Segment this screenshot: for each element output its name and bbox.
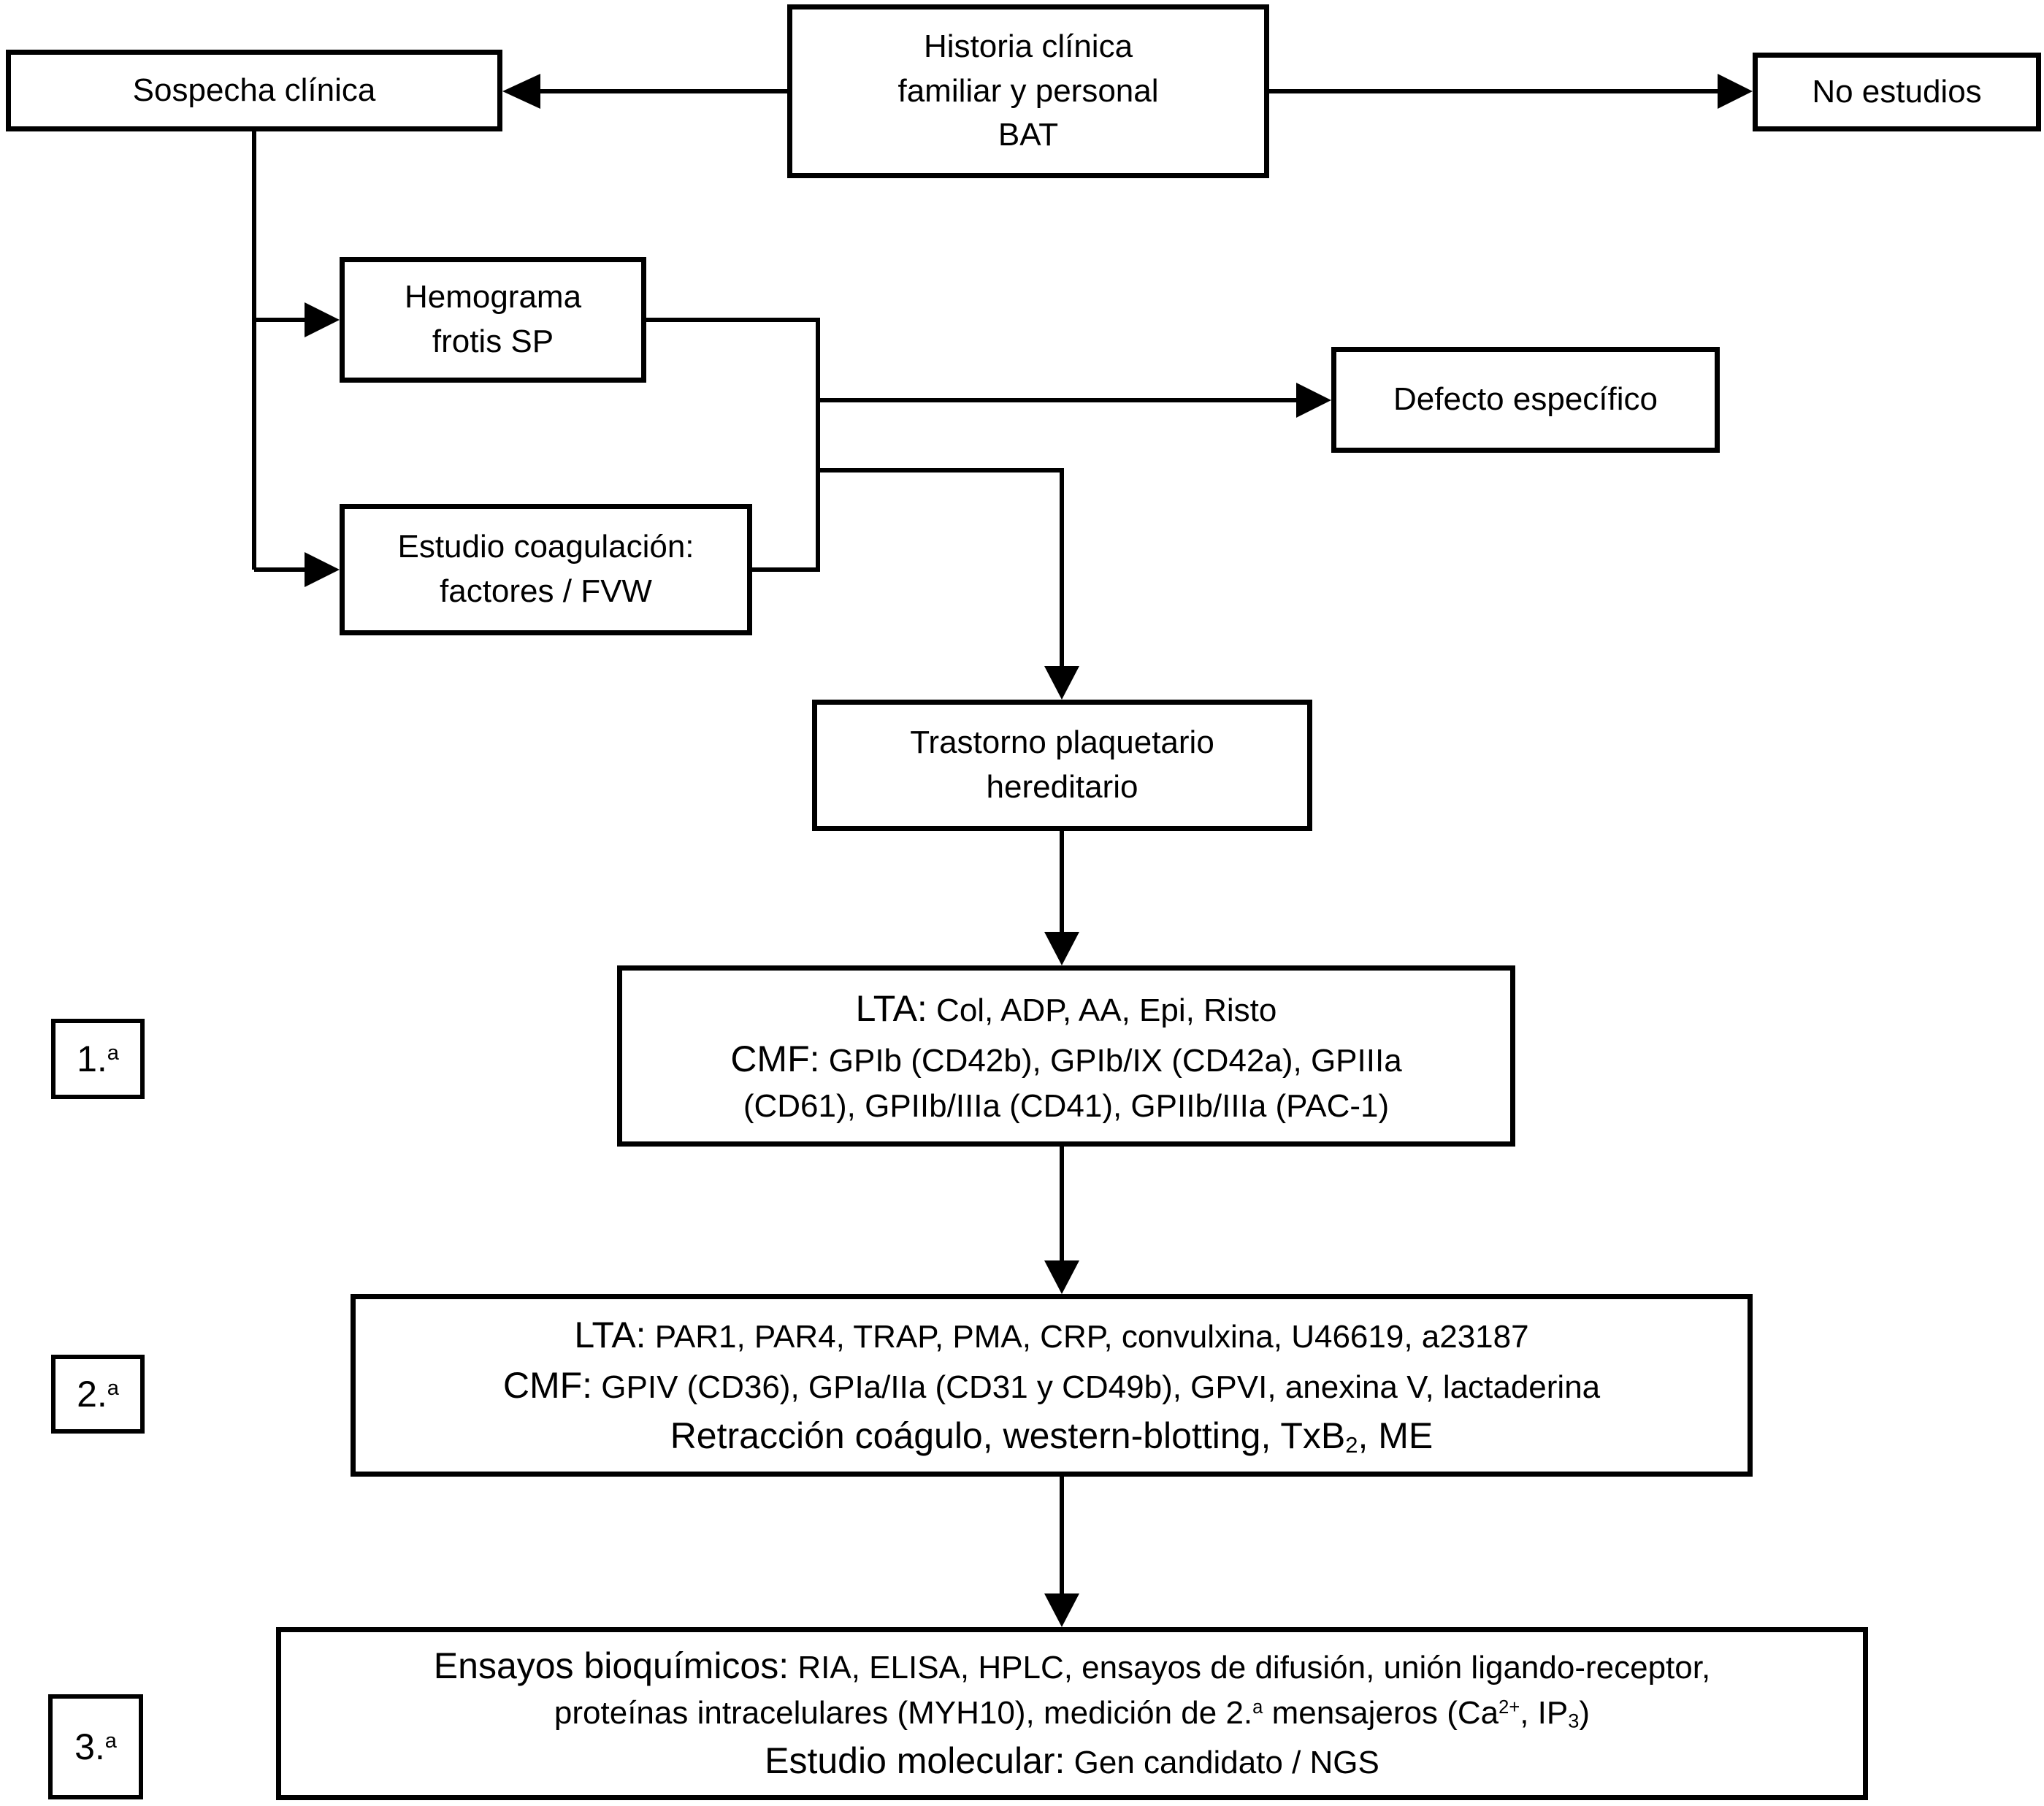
sospecha-label: Sospecha clínica (132, 72, 376, 108)
node-trastorno-plaquetario: Trastorno plaquetario hereditario (812, 700, 1312, 831)
stage-label-1: 1.a (51, 1019, 145, 1099)
stage-3-text: 3.a (74, 1729, 117, 1765)
node-no-estudios: No estudios (1753, 53, 2041, 131)
arrow-sospecha-to-hemograma (254, 302, 340, 337)
nivel3-ensayos-prefix: Ensayos bioquímicos: (433, 1645, 789, 1687)
node-nivel2-pruebas: LTA: PAR1, PAR4, TRAP, PMA, CRP, convulx… (351, 1294, 1753, 1477)
hemograma-line-1: Hemograma (404, 279, 582, 315)
arrow-trastorno-to-nivel1 (1044, 831, 1079, 965)
nivel1-line-1: LTA: Col, ADP, AA, Epi, Risto (856, 984, 1277, 1034)
arrow-historia-to-no-estudios (1269, 74, 1753, 109)
nivel3-line-3: Estudio molecular: Gen candidato / NGS (765, 1736, 1379, 1786)
node-historia-clinica: Historia clínica familiar y personal BAT (787, 4, 1269, 178)
stage-1-text: 1.a (77, 1041, 119, 1077)
nivel1-line-2: CMF: GPIb (CD42b), GPIb/IX (CD42a), GPII… (730, 1034, 1401, 1084)
arrow-nivel1-to-nivel2 (1044, 1147, 1079, 1294)
nivel2-me-text: , ME (1358, 1415, 1434, 1456)
nivel2-lta-prefix: LTA: (574, 1314, 646, 1355)
nivel1-lta-prefix: LTA: (855, 987, 927, 1029)
stage-1-number: 1. (77, 1038, 107, 1079)
nivel3-paren-close: ) (1579, 1695, 1591, 1732)
nivel2-line-3: Retracción coágulo, western-blotting, Tx… (670, 1411, 1434, 1461)
nivel2-txb-subscript: 2 (1345, 1431, 1358, 1458)
node-estudio-coagulacion: Estudio coagulación: factores / FVW (340, 504, 752, 635)
coagulacion-line-2: factores / FVW (440, 573, 652, 609)
stage-2-number: 2. (77, 1374, 107, 1415)
arrow-nivel2-to-nivel3 (1044, 1477, 1079, 1627)
arrow-bus-to-trastorno (818, 468, 1079, 700)
nivel3-line-2: proteínas intracelulares (MYH10), medici… (554, 1691, 1590, 1736)
arrow-historia-to-sospecha (502, 74, 787, 109)
hemograma-line-2: frotis SP (432, 324, 554, 359)
stage-2-text: 2.a (77, 1376, 119, 1412)
nivel3-ca-superscript: 2+ (1498, 1697, 1520, 1718)
stage-3-superscript: a (104, 1729, 117, 1753)
stage-1-superscript: a (107, 1041, 119, 1065)
nivel1-cmf-items: GPIb (CD42b), GPIb/IX (CD42a), GPIIIa (819, 1042, 1402, 1079)
nivel1-cmf-prefix: CMF: (730, 1038, 820, 1079)
trastorno-line-2: hereditario (986, 769, 1138, 805)
stage-label-2: 2.a (51, 1355, 145, 1434)
nivel3-line-1: Ensayos bioquímicos: RIA, ELISA, HPLC, e… (434, 1641, 1710, 1691)
stage-label-3: 3.a (48, 1694, 143, 1799)
nivel2-retraccion-text: Retracción coágulo, western-blotting, Tx… (670, 1415, 1346, 1456)
node-hemograma: Hemograma frotis SP (340, 257, 646, 383)
arrow-bus-to-defecto (818, 383, 1331, 418)
trastorno-line-1: Trastorno plaquetario (910, 724, 1214, 761)
nivel3-molecular-prefix: Estudio molecular: (765, 1740, 1065, 1781)
nivel3-ip-text: , IP (1520, 1695, 1569, 1732)
node-nivel3-pruebas: Ensayos bioquímicos: RIA, ELISA, HPLC, e… (276, 1627, 1868, 1800)
nivel3-ip-subscript: 3 (1568, 1709, 1580, 1732)
historia-line-2: familiar y personal (897, 72, 1159, 109)
historia-line-3: BAT (998, 117, 1059, 153)
nivel2-lta-items: PAR1, PAR4, TRAP, PMA, CRP, convulxina, … (646, 1318, 1529, 1355)
stage-2-superscript: a (107, 1377, 119, 1401)
nivel1-line-3: (CD61), GPIIb/IIIa (CD41), GPIIb/IIIa (P… (743, 1087, 1390, 1124)
nivel2-cmf-prefix: CMF: (502, 1364, 593, 1406)
nivel3-ensayos-items: RIA, ELISA, HPLC, ensayos de difusión, u… (789, 1650, 1711, 1686)
node-nivel1-pruebas: LTA: Col, ADP, AA, Epi, Risto CMF: GPIb … (617, 965, 1515, 1147)
defecto-label: Defecto específico (1393, 381, 1658, 418)
nivel2-line-2: CMF: GPIV (CD36), GPIa/IIa (CD31 y CD49b… (503, 1361, 1600, 1411)
coagulacion-line-1: Estudio coagulación: (397, 529, 694, 565)
nivel2-line-1: LTA: PAR1, PAR4, TRAP, PMA, CRP, convulx… (574, 1310, 1528, 1361)
no-estudios-label: No estudios (1812, 73, 1982, 110)
nivel3-mensajeros-text: mensajeros (Ca (1263, 1695, 1499, 1732)
node-sospecha-clinica: Sospecha clínica (6, 50, 502, 131)
nivel3-molecular-items: Gen candidato / NGS (1065, 1744, 1379, 1780)
nivel1-lta-items: Col, ADP, AA, Epi, Risto (927, 992, 1277, 1028)
stage-3-number: 3. (74, 1726, 105, 1767)
nivel3-proteinas-text: proteínas intracelulares (MYH10), medici… (554, 1695, 1253, 1732)
nivel3-segunda-superscript: a (1252, 1697, 1263, 1718)
historia-line-1: Historia clínica (923, 28, 1133, 64)
arrow-sospecha-to-coagulacion (254, 552, 340, 587)
node-defecto-especifico: Defecto específico (1331, 347, 1720, 453)
nivel2-cmf-items: GPIV (CD36), GPIa/IIa (CD31 y CD49b), GP… (592, 1369, 1601, 1405)
